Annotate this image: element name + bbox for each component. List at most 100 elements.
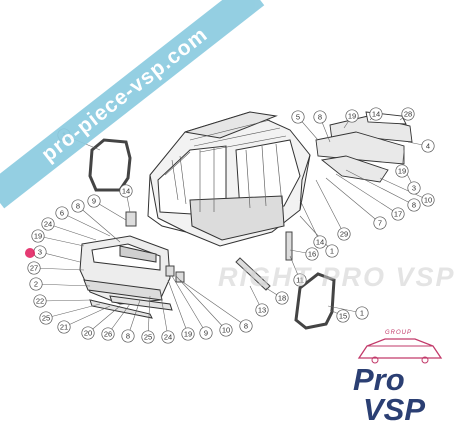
- brackets: [125, 211, 293, 291]
- callout-21: 21: [57, 320, 71, 334]
- callout-number: 10: [424, 196, 432, 205]
- callout-number: 8: [318, 113, 322, 122]
- callout-circle: [291, 110, 305, 124]
- callout-15: 15: [336, 309, 350, 323]
- leader-line: [179, 279, 247, 327]
- callout-number: 24: [164, 333, 172, 342]
- callout-circle: [161, 330, 175, 344]
- callout-labels: 1192468914327222252120268252419910813181…: [27, 107, 435, 344]
- callout-circle: [33, 294, 47, 308]
- callout-11: 11: [293, 273, 307, 287]
- car-outline-icon: [357, 338, 443, 364]
- callout-number: 14: [122, 187, 130, 196]
- leader-line: [35, 283, 91, 287]
- callout-circle: [391, 207, 405, 221]
- logo-line2: VSP: [363, 392, 426, 427]
- callout-number: 19: [34, 232, 42, 241]
- callout-number: 19: [184, 330, 192, 339]
- callout-circle: [373, 216, 387, 230]
- leader-line: [315, 179, 345, 235]
- callout-number: 6: [60, 209, 64, 218]
- body-shell: [147, 111, 311, 247]
- callout-circle: [41, 217, 55, 231]
- callout-10: 10: [219, 323, 233, 337]
- leader-line: [167, 279, 189, 335]
- callout-8: 8: [239, 319, 253, 333]
- callout-circle: [336, 309, 350, 323]
- callout-circle: [199, 326, 213, 340]
- callout-18: 18: [275, 291, 289, 305]
- callout-circle: [141, 330, 155, 344]
- callout-circle: [407, 198, 421, 212]
- callout-circle: [305, 247, 319, 261]
- callout-circle: [87, 194, 101, 208]
- callout-circle: [101, 327, 115, 341]
- callout-number: 21: [60, 323, 68, 332]
- callout-number: 10: [222, 326, 230, 335]
- callout-circle: [313, 110, 327, 124]
- callout-circle: [355, 306, 369, 320]
- callout-28: 28: [401, 107, 415, 121]
- callout-14: 14: [369, 107, 383, 121]
- callout-number: 24: [44, 220, 52, 229]
- callout-25: 25: [141, 330, 155, 344]
- callout-number: 3: [38, 248, 42, 257]
- callout-16: 16: [305, 247, 319, 261]
- callout-19: 19: [181, 327, 195, 341]
- callout-number: 11: [296, 276, 304, 285]
- leader-line: [345, 169, 415, 206]
- callout-circle: [421, 139, 435, 153]
- callout-circle: [421, 193, 435, 207]
- callout-27: 27: [27, 261, 41, 275]
- leader-line: [159, 289, 169, 338]
- callout-number: 15: [339, 312, 347, 321]
- callout-number: 22: [36, 297, 44, 306]
- callout-number: 9: [204, 329, 208, 338]
- callout-number: 28: [404, 110, 412, 119]
- callout-number: 19: [398, 167, 406, 176]
- leader-line: [335, 173, 399, 215]
- callout-8: 8: [71, 199, 85, 213]
- callout-14: 14: [313, 235, 327, 249]
- callout-circle: [239, 319, 253, 333]
- callout-20: 20: [81, 326, 95, 340]
- leader-line: [63, 305, 111, 328]
- callout-number: 1: [330, 247, 334, 256]
- callout-number: 14: [316, 238, 324, 247]
- callout-circle: [55, 206, 69, 220]
- callout-circle: [57, 320, 71, 334]
- callout-circle: [407, 181, 421, 195]
- callout-3: 3: [33, 245, 47, 259]
- callout-number: 17: [394, 210, 402, 219]
- callout-22: 22: [33, 294, 47, 308]
- callout-number: 4: [426, 142, 430, 151]
- leader-line: [147, 295, 151, 338]
- pro-vsp-logo: GROUP Pro VSP: [345, 330, 455, 430]
- callout-number: 13: [258, 306, 266, 315]
- callout-17: 17: [391, 207, 405, 221]
- callout-number: 27: [30, 264, 38, 273]
- callout-number: 29: [340, 230, 348, 239]
- callout-circle: [219, 323, 233, 337]
- callout-circle: [119, 184, 133, 198]
- leader-line: [87, 305, 121, 334]
- callout-14: 14: [119, 184, 133, 198]
- callout-circle: [293, 273, 307, 287]
- door-seal-left: [88, 138, 132, 192]
- leader-line: [39, 251, 81, 263]
- leader-line: [379, 177, 429, 201]
- leader-line: [47, 223, 97, 241]
- callout-25: 25: [39, 311, 53, 325]
- callout-8: 8: [407, 198, 421, 212]
- callout-2: 2: [29, 277, 43, 291]
- logo-group-tag: GROUP: [385, 330, 413, 336]
- callout-circle: [29, 277, 43, 291]
- callout-number: 8: [126, 332, 130, 341]
- callout-number: 20: [84, 329, 92, 338]
- callout-7: 7: [373, 216, 387, 230]
- logo-line1: Pro: [353, 362, 405, 397]
- callout-4: 4: [421, 139, 435, 153]
- callout-6: 6: [55, 206, 69, 220]
- watermark-text: RIGHT PRO VSP: [218, 262, 456, 292]
